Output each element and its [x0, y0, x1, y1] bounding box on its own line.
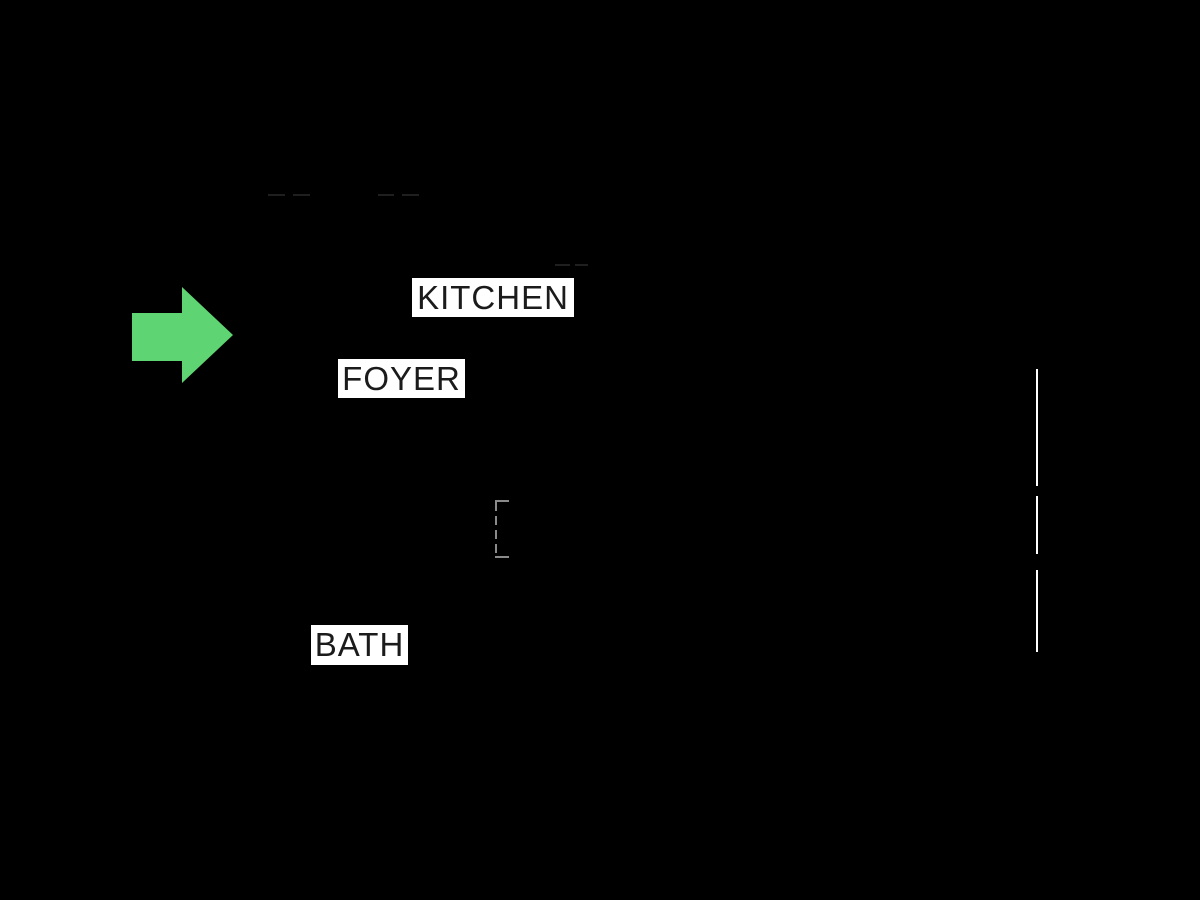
faint-wall-dash	[402, 194, 419, 196]
entry-arrow-icon	[132, 287, 233, 383]
faint-wall-dash	[575, 264, 588, 266]
faint-wall-dash	[378, 194, 394, 196]
room-label-kitchen: KITCHEN	[412, 278, 574, 317]
room-label-bath: BATH	[311, 625, 408, 665]
faint-wall-dash	[268, 194, 285, 196]
dashed-wall-line-segment	[1036, 496, 1038, 554]
faint-wall-dash	[293, 194, 310, 196]
dashed-wall-line-segment	[1036, 570, 1038, 652]
right-arrow-shape	[132, 287, 233, 383]
room-label-foyer: FOYER	[338, 359, 465, 398]
dashed-door-opening-marker-icon	[495, 500, 509, 558]
dashed-wall-line-segment	[1036, 369, 1038, 486]
faint-wall-dash	[555, 264, 570, 266]
